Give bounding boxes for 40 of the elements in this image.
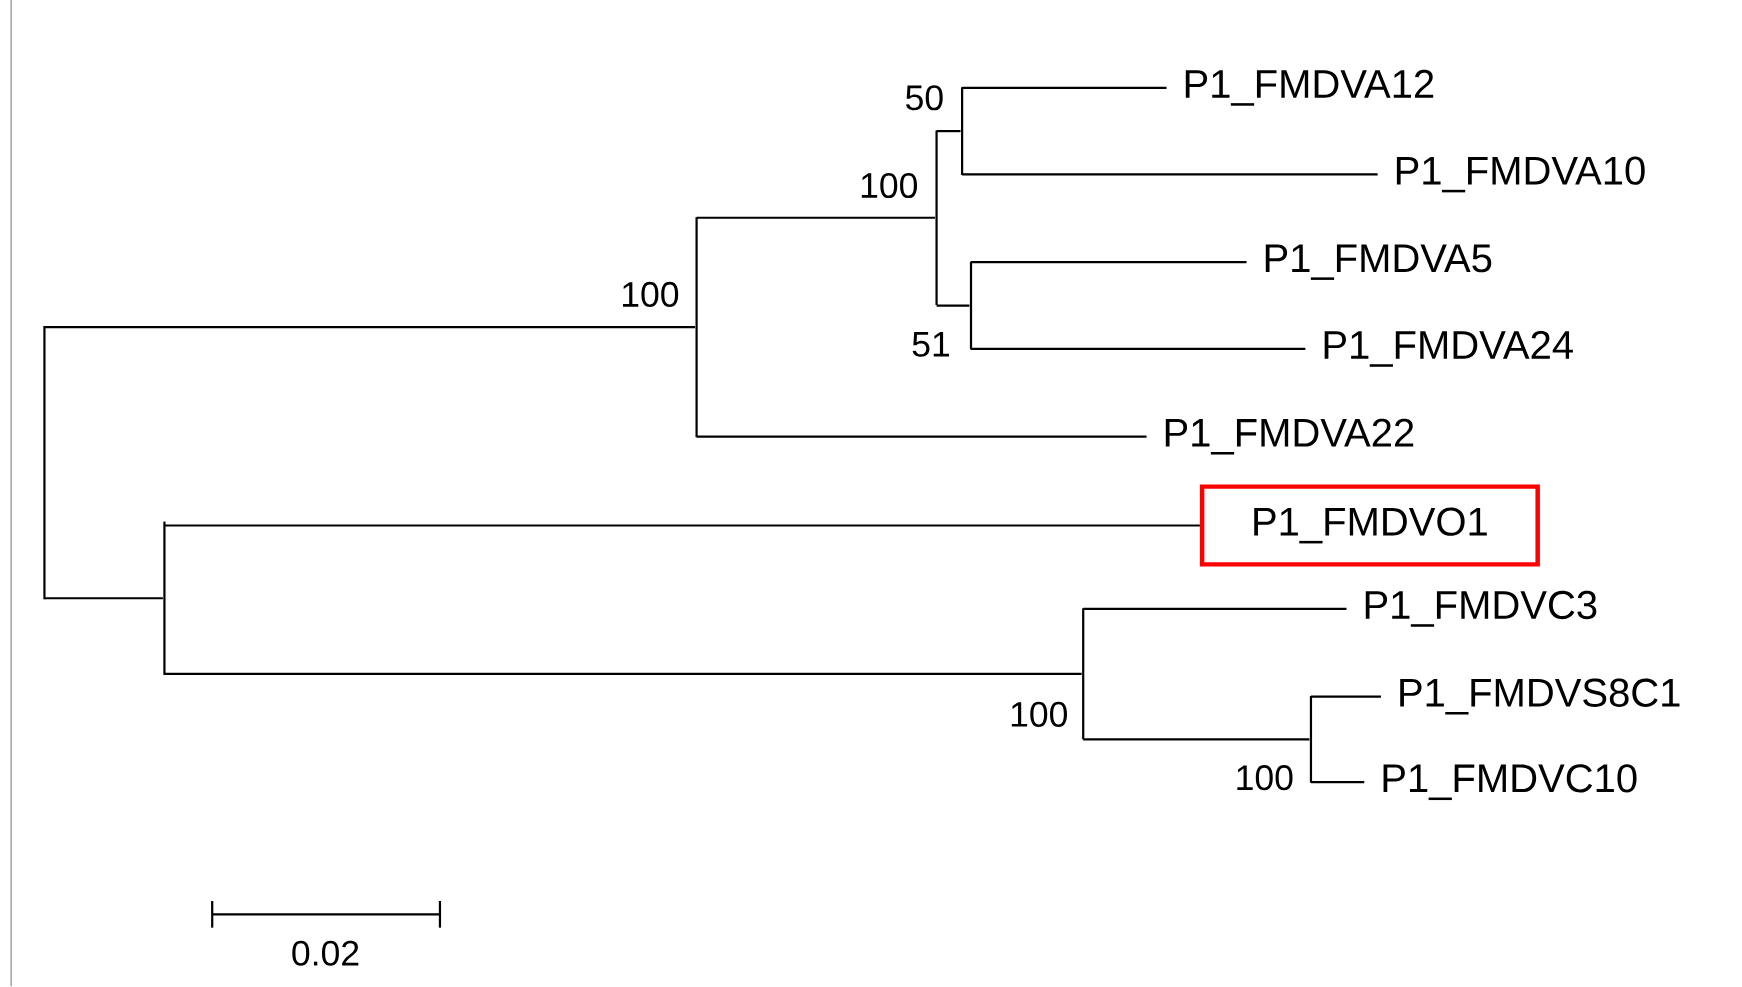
- branch-line: [971, 261, 1247, 264]
- branch-line: [962, 173, 1378, 176]
- taxon-label: P1_FMDVC3: [1365, 591, 1597, 627]
- bootstrap-value: 100: [623, 282, 679, 308]
- branch-line: [936, 304, 970, 307]
- branch-bar: [695, 217, 698, 438]
- branch-bar: [1082, 608, 1085, 740]
- bootstrap-value: 100: [861, 173, 918, 199]
- taxon-label: P1_FMDVS8C1: [1400, 678, 1680, 715]
- taxon-label: P1_FMDVA22: [1165, 418, 1414, 455]
- branch-line: [44, 597, 163, 600]
- branch-line: [696, 216, 935, 220]
- branch-line: [1083, 607, 1347, 611]
- taxon-label: P1_FMDVA12: [1185, 70, 1434, 106]
- branch-line: [936, 130, 961, 133]
- branch-line: [1310, 695, 1381, 698]
- branch-bar: [1309, 696, 1313, 783]
- taxon-label: P1_FMDVA5: [1265, 244, 1492, 281]
- branch-line: [44, 326, 696, 329]
- bootstrap-value: 100: [1237, 765, 1293, 791]
- bootstrap-value: 100: [1011, 702, 1067, 728]
- taxon-label: P1_FMDVC10: [1383, 764, 1637, 801]
- branch-bar: [935, 130, 938, 306]
- branch-line: [696, 435, 1147, 438]
- branch-bar: [43, 326, 46, 600]
- branch-line: [1310, 781, 1365, 784]
- branch-bar: [961, 87, 964, 176]
- branch-bar: [163, 521, 166, 676]
- taxon-label: P1_FMDVA10: [1396, 156, 1645, 193]
- branch-line: [962, 86, 1167, 90]
- branch-line: [971, 347, 1306, 351]
- branch-line: [164, 672, 1082, 676]
- scale-label: 0.02: [292, 940, 359, 967]
- branch-line: [164, 524, 1200, 527]
- taxon-label: P1_FMDVA24: [1324, 331, 1573, 367]
- bootstrap-value: 50: [906, 85, 943, 111]
- branch-line: [1083, 738, 1310, 741]
- highlight-box: P1_FMDVO1: [1199, 484, 1540, 567]
- bootstrap-value: 51: [912, 332, 949, 358]
- branch-bar: [969, 261, 973, 350]
